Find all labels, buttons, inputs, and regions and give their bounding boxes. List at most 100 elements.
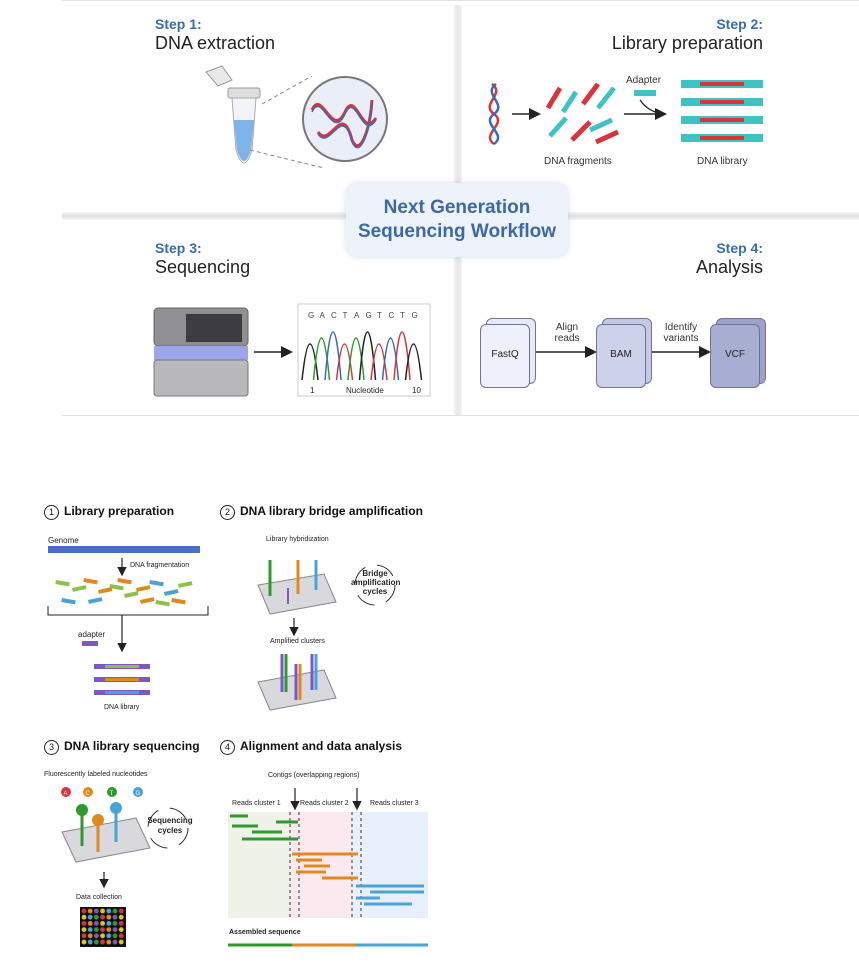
test-tube-icon (205, 65, 261, 164)
genome-bar (48, 546, 200, 553)
spot (87, 914, 93, 920)
spot (112, 933, 118, 939)
spot (94, 908, 99, 914)
dna-fragments-icon (545, 82, 620, 145)
chromatogram-peak (347, 337, 365, 381)
adapter-label: Adapter (626, 75, 662, 86)
dna-library-icon (681, 80, 763, 142)
spot (87, 908, 93, 914)
panel4-title: Alignment and data analysis (240, 739, 403, 753)
fragment (149, 580, 164, 587)
cluster1-label: Reads cluster 1 (232, 800, 281, 807)
fragment (109, 584, 124, 591)
workflow-title-box: Next Generation Sequencing Workflow (346, 183, 568, 257)
fragmentation-label: DNA fragmentation (130, 562, 190, 569)
sequencing-label: Sequencing (147, 816, 193, 825)
spot (81, 927, 87, 932)
nucleotide-letter: T (110, 791, 114, 797)
spot (94, 933, 99, 939)
fragment (140, 597, 155, 604)
step-number-badge: 2 (220, 505, 235, 520)
workflow-title-line1: Next Generation (383, 197, 531, 218)
fragment (164, 589, 179, 596)
variants-label: variants (663, 333, 699, 344)
fragments-cloud (55, 577, 193, 607)
spot (87, 939, 93, 945)
fragment (171, 598, 186, 605)
fastq-label: FastQ (491, 349, 519, 360)
spot (118, 933, 124, 939)
clusters-label: Amplified clusters (270, 638, 325, 645)
spot (100, 933, 105, 939)
identify-label: Identify (664, 322, 698, 333)
spot (106, 921, 112, 926)
nucleotide-dots (61, 787, 143, 797)
spot (87, 933, 93, 939)
base-letter: T (343, 311, 348, 320)
genome-label: Genome (48, 536, 79, 545)
base-letter: G (412, 311, 418, 320)
spot (100, 939, 105, 945)
fragment (61, 597, 76, 605)
reads (230, 814, 424, 906)
contigs-label: Contigs (overlapping regions) (268, 772, 360, 779)
spot (118, 939, 124, 945)
divider (62, 415, 859, 416)
nucleotide-letter: G (136, 791, 141, 797)
fragment (124, 591, 139, 598)
adapter-label: adapter (78, 630, 106, 639)
fragment (83, 577, 98, 585)
spot (100, 908, 105, 914)
spot (112, 914, 118, 920)
base-letter: T (377, 311, 382, 320)
step2-title: Library preparation (611, 33, 763, 53)
spot (94, 914, 99, 920)
adapter-icon (634, 90, 656, 96)
step1-title: DNA extraction (155, 33, 276, 53)
cycles-label: cycles (362, 587, 388, 596)
chromatogram-peak (370, 343, 388, 381)
chromatogram-peak (312, 337, 331, 381)
spot (81, 908, 87, 914)
chromatogram-peak (335, 343, 354, 381)
spot (106, 939, 112, 945)
panel3-title: DNA library sequencing (64, 739, 200, 753)
nucleotide-letter: A (64, 791, 68, 797)
spot (94, 927, 99, 932)
fragment (155, 600, 170, 607)
vcf-card: VCF (710, 324, 760, 388)
chromatogram-axis-label: Nucleotide (346, 386, 384, 395)
spot (100, 921, 105, 926)
cluster3-area (352, 812, 428, 918)
nucleotide-letter: C (86, 791, 91, 797)
fragment (178, 581, 193, 588)
fluorescent-spots (81, 908, 124, 945)
panel1-title: Library preparation (64, 504, 175, 518)
fragment (88, 597, 103, 604)
bridge-label: Bridge (362, 569, 388, 578)
zoom-line (261, 75, 313, 105)
cluster1-area (228, 812, 290, 918)
spot (112, 908, 118, 914)
spot (87, 927, 93, 932)
dna-helix-icon (488, 82, 500, 146)
data-collection-label: Data collection (76, 894, 122, 901)
spot (94, 921, 99, 926)
chromatogram-axis-end: 10 (412, 386, 421, 395)
fragment (72, 585, 87, 592)
library-label: DNA library (697, 156, 748, 167)
cluster3-label: Reads cluster 3 (370, 800, 419, 807)
reads-label: reads (554, 333, 580, 344)
chromatogram (301, 331, 423, 381)
spot (118, 921, 124, 926)
spot (112, 927, 118, 932)
panel2-title: DNA library bridge amplification (240, 504, 423, 518)
step-number-badge: 3 (44, 740, 59, 755)
spot (112, 939, 118, 945)
cycle-icon (147, 807, 189, 849)
library-label: DNA library (104, 704, 140, 711)
